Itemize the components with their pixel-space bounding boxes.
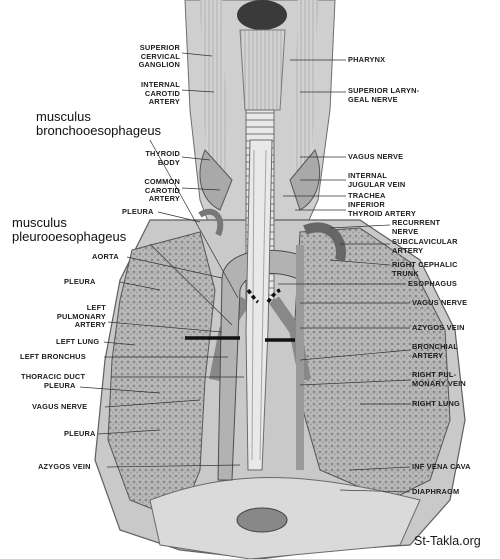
label-aorta: AORTA — [92, 252, 119, 261]
esophagus-shape — [245, 139, 273, 471]
label-vagus-nerve-right: VAGUS NERVE — [348, 152, 404, 161]
annotation-musculus-bronchooesophageus: musculus bronchooesophageus — [36, 109, 162, 138]
label-pharynx: PHARYNX — [348, 55, 386, 64]
vessels — [198, 208, 346, 470]
label-pleura-left: PLEURA — [64, 277, 96, 286]
label-thyroid-body: THYROID BODY — [145, 149, 180, 167]
leader-lines — [79, 52, 411, 493]
label-azygos-vein-right: AZYGOS VEIN — [412, 323, 465, 332]
label-recurrent-nerve: RECURRENT NERVE — [392, 218, 441, 236]
label-trachea: TRACHEA — [348, 191, 386, 200]
label-left-lung: LEFT LUNG — [56, 337, 100, 346]
label-pleura-mid: PLEURA — [44, 381, 76, 390]
label-pleura-upper: PLEURA — [122, 207, 154, 216]
label-right-cephalic-trunk: RIGHT CEPHALIC TRUNK — [392, 260, 458, 278]
label-inferior-thyroid-artery: INFERIOR THYROID ARTERY — [348, 200, 416, 218]
label-right-lung: RIGHT LUNG — [412, 399, 460, 408]
label-bronchial-artery: BRONCHIAL ARTERY — [412, 342, 459, 360]
pharynx-shape — [237, 0, 287, 30]
label-diaphragm: DIAPHRAGM — [412, 487, 460, 496]
label-vagus-nerve-right2: VAGUS NERVE — [412, 298, 468, 307]
label-right-pulmonary-vein: RIGHT PUL- MONARY VEIN — [412, 370, 466, 388]
label-subclavicular-artery: SUBCLAVICULAR ARTERY — [392, 237, 458, 255]
label-pleura-lower: PLEURA — [64, 429, 96, 438]
label-azygos-vein-bottom: AZYGOS VEIN — [38, 462, 91, 471]
muscle-markers — [185, 288, 295, 342]
label-common-carotid-artery: COMMON CAROTID ARTERY — [144, 177, 180, 204]
annotation-musculus-pleurooesophageus: musculus pleurooesophageus — [12, 215, 127, 244]
label-superior-laryngeal-nerve: SUPERIOR LARYN- GEAL NERVE — [348, 86, 420, 104]
label-vagus-nerve-left: VAGUS NERVE — [32, 402, 88, 411]
watermark: St-Takla.org — [414, 534, 481, 548]
label-internal-carotid-artery: INTERNAL CAROTID ARTERY — [141, 80, 180, 107]
label-internal-jugular-vein: INTERNAL JUGULAR VEIN — [348, 171, 406, 189]
label-left-pulmonary-artery: LEFT PULMONARY ARTERY — [56, 303, 106, 330]
label-left-bronchus: LEFT BRONCHUS — [20, 352, 86, 361]
label-superior-cervical-ganglion: SUPERIOR CERVICAL GANGLION — [138, 43, 180, 70]
label-esophagus: ESOPHAGUS — [408, 279, 458, 288]
label-inf-vena-cava: INF VENA CAVA — [412, 462, 471, 471]
label-thoracic-duct: THORACIC DUCT — [21, 372, 86, 381]
